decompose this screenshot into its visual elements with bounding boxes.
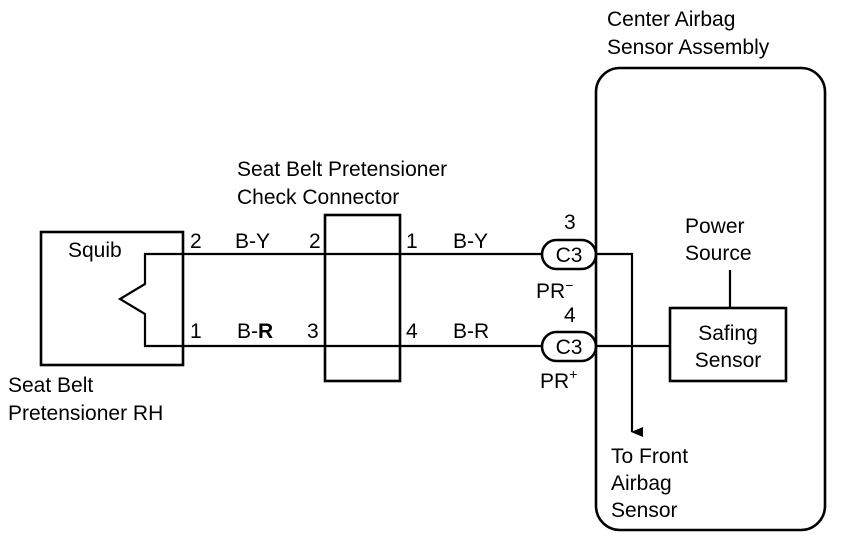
safing-sensor-label-line1: Safing [698,322,758,345]
assembly-title-line2: Sensor Assembly [607,36,770,59]
wire-label-bottom-left-suffix: R [258,320,273,343]
check-connector-pin-bottom-right: 4 [406,320,418,343]
seat-belt-pretensioner-box [39,230,185,367]
check-connector-title-line2: Check Connector [237,186,399,209]
front-sensor-label-line1: To Front [611,445,688,468]
wire-label-top-left: B-Y [235,230,270,253]
pretensioner-pin-bottom: 1 [190,320,202,343]
wire-label-bottom-left: B-R [237,320,273,343]
front-airbag-sensor-lead [596,252,643,437]
check-connector-pin-bottom-left: 3 [307,320,319,343]
power-source-label-line2: Source [685,242,752,265]
front-sensor-label-line3: Sensor [611,499,678,522]
pretensioner-pin-top: 2 [190,230,202,253]
power-source-label-line1: Power [685,215,745,238]
center-airbag-sensor-assembly-box [594,66,827,532]
check-connector-pin-top-right: 1 [406,230,418,253]
pretensioner-label-line2: Pretensioner RH [8,402,163,425]
check-connector-pin-top-left: 2 [309,230,321,253]
safing-sensor-box [668,306,788,383]
safing-sensor-label-line2: Sensor [695,349,762,372]
connector-bottom-pin: 4 [564,304,576,327]
connector-top-pin: 3 [564,211,576,234]
squib-element [117,252,183,348]
front-sensor-label-line2: Airbag [611,472,672,495]
squib-label: Squib [68,239,122,262]
connector-top-signal: PR− [536,277,573,303]
check-connector-box [323,213,402,383]
check-connector-title-line1: Seat Belt Pretensioner [237,158,447,181]
connector-top-signal-name: PR [536,280,565,303]
connector-top-polarity: − [565,277,573,293]
connector-bottom-signal-name: PR [540,370,569,393]
assembly-title-line1: Center Airbag [607,8,735,31]
connector-bottom-polarity: + [569,366,577,382]
connector-top-id: C3 [556,244,583,267]
connector-bottom-signal: PR+ [540,366,577,393]
wire-label-bottom-right: B-R [453,320,489,343]
pretensioner-label-line1: Seat Belt [8,374,93,397]
connector-bottom-id: C3 [556,336,583,359]
wire-label-top-right: B-Y [453,230,488,253]
wire-label-bottom-left-prefix: B- [237,320,258,343]
